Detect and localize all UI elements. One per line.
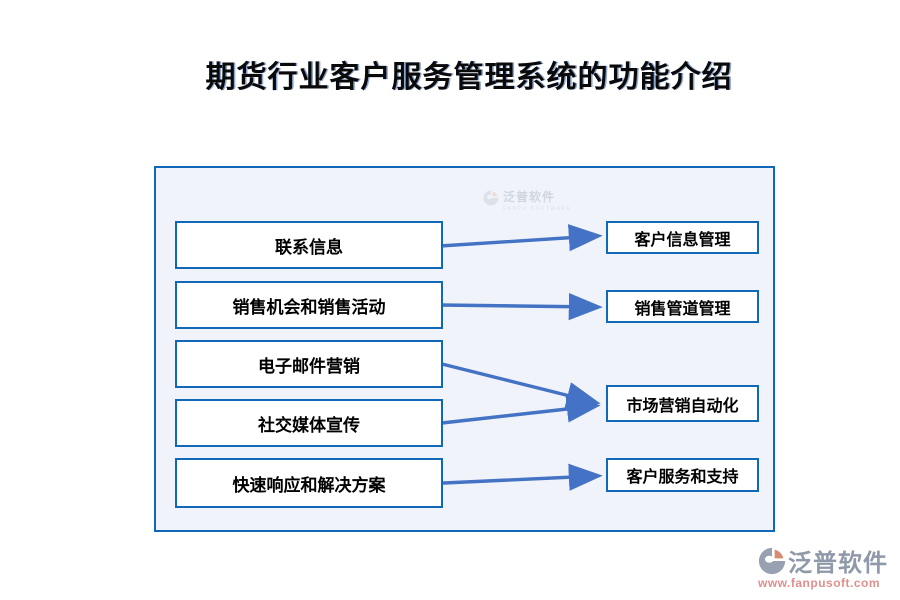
- watermark-logo: 泛普软件 FANPU SOFTWARE: [483, 188, 572, 212]
- diagram-panel: 泛普软件 FANPU SOFTWARE 联系信息 销售机会和销售活动 电子邮件营…: [154, 166, 775, 532]
- connector-arrows: [438, 224, 603, 491]
- feature-box-contact-info: 联系信息: [175, 221, 443, 269]
- arrow-email-to-automation: [440, 362, 601, 409]
- watermark-brand: 泛普软件: [503, 190, 556, 204]
- module-box-marketing-automation: 市场营销自动化: [606, 385, 759, 422]
- page-title: 期货行业客户服务管理系统的功能介绍: [205, 61, 733, 94]
- module-box-customer-info-mgmt: 客户信息管理: [606, 221, 759, 254]
- watermark-subtitle: FANPU SOFTWARE: [503, 206, 572, 212]
- footer-brand: 泛普软件: [788, 550, 888, 577]
- feature-box-sales-opportunities: 销售机会和销售活动: [175, 281, 443, 329]
- feature-box-social-media: 社交媒体宣传: [175, 399, 443, 447]
- arrow-contact-to-custinfo: [438, 224, 603, 252]
- module-box-customer-service-support: 客户服务和支持: [606, 458, 759, 492]
- fanpu-logo-icon: [483, 190, 499, 206]
- arrow-response-to-service: [442, 463, 603, 491]
- arrow-social-to-automation: [440, 395, 601, 425]
- module-box-sales-pipeline-mgmt: 销售管道管理: [606, 290, 759, 323]
- fanpu-logo-icon: [758, 547, 786, 574]
- arrow-sales-to-pipeline: [438, 293, 603, 321]
- feature-box-email-marketing: 电子邮件营销: [175, 340, 443, 388]
- feature-box-quick-response: 快速响应和解决方案: [175, 458, 443, 508]
- footer-url: www.fanpusoft.com: [758, 576, 881, 590]
- footer-logo: 泛普软件 www.fanpusoft.com: [758, 543, 888, 590]
